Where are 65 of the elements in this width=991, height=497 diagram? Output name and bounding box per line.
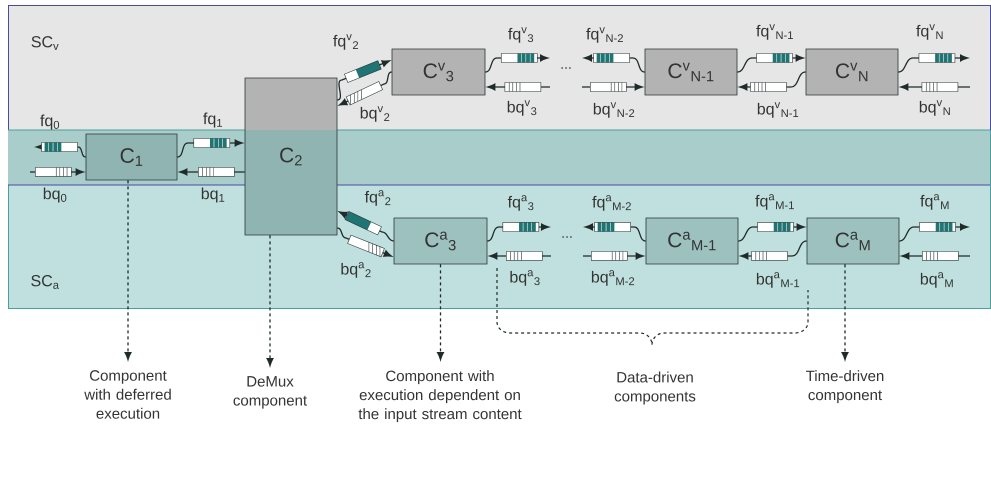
queue-arrow [177, 138, 243, 158]
edge-label: bq$^{a}$M [920, 272, 953, 288]
edge-label: bq$^{v}$N [920, 100, 950, 116]
ellipsis: ... [561, 67, 571, 69]
queue-arrow [487, 82, 550, 92]
edge-label: fq$^{v}$3 [508, 27, 534, 43]
edge-label: fq$^{v}$N-1 [756, 24, 793, 40]
queue-arrow [901, 251, 970, 261]
edge-label: fq$_{0}$ [40, 114, 60, 130]
edge-label: fq$^{a}$M [920, 194, 949, 210]
component-box: C$^{a}$3 [394, 218, 488, 264]
queue-arrow [582, 82, 643, 92]
queue-arrow [900, 82, 970, 92]
dashed-arrow [124, 180, 132, 360]
edge-label: fq$^{a}$M-2 [592, 195, 631, 211]
edge-label: fq$^{a}$3 [508, 195, 534, 211]
edge-label: fq$^{a}$M-1 [755, 194, 794, 210]
queue-arrow [738, 222, 805, 242]
dashed-arrow [842, 264, 848, 360]
queue-arrow [584, 222, 646, 242]
caption-text: Data-driven components [614, 372, 696, 404]
dashed-arrow [437, 264, 444, 360]
queue-arrow [339, 71, 392, 106]
queue-arrow [36, 142, 86, 158]
caption-text: DeMux component [234, 376, 307, 409]
caption-text: Component with deferred execution [84, 370, 171, 419]
component-box: C$^{v}$3 [392, 48, 486, 96]
edge-label: fq$_{1}$ [203, 112, 222, 128]
edge-label: fq$^{v}$N [916, 24, 943, 40]
caption-text: Component with execution dependent on the input stream content [358, 370, 522, 422]
edge-label: bq$^{a}$3 [510, 270, 540, 286]
component-box: C$^{v}$N [806, 48, 898, 96]
edge-label: bq$^{a}$M-2 [592, 270, 634, 286]
dashed-arrow [266, 235, 274, 366]
component-box: C$^{a}$M [806, 218, 900, 264]
edge-label: bq$^{v}$2 [360, 106, 390, 122]
edge-label: fq$^{a}$2 [364, 190, 390, 206]
queue-arrow [739, 71, 806, 92]
queue-arrow [899, 222, 968, 242]
queue-arrow [898, 53, 968, 73]
component-box: C$^{a}$M-1 [646, 218, 738, 264]
edge-label: bq$^{a}$M-1 [756, 272, 800, 288]
edge-label: bq$^{v}$N-2 [594, 102, 634, 118]
edge-label: bq$_{1}$ [202, 188, 224, 202]
queue-arrow [489, 251, 551, 261]
edge-label: fq$^{v}$N-2 [586, 27, 623, 43]
queue-arrow [737, 53, 804, 73]
edge-label: bq$^{v}$3 [508, 100, 536, 116]
edge-label: bq$^{a}$2 [341, 262, 371, 278]
component-box: C$_{2}$ [244, 78, 338, 236]
queue-arrow [584, 53, 645, 73]
edge-label: fq$^{v}$2 [333, 34, 358, 50]
edge-label: bq$^{v}$N-1 [758, 102, 798, 118]
ellipsis: ... [562, 236, 572, 238]
component-box: C$^{v}$N-1 [644, 48, 738, 96]
component-box: C$_{1}$ [86, 134, 178, 180]
queue-arrow [487, 222, 550, 242]
queue-arrow [583, 251, 644, 261]
queue-arrow [30, 167, 84, 177]
edge-label: bq$_{0}$ [44, 188, 66, 202]
queue-arrow [485, 53, 548, 73]
caption-text: Time-driven component [806, 370, 884, 404]
queue-arrow [740, 240, 807, 261]
queue-arrow [337, 227, 392, 258]
queue-arrow [179, 167, 245, 177]
